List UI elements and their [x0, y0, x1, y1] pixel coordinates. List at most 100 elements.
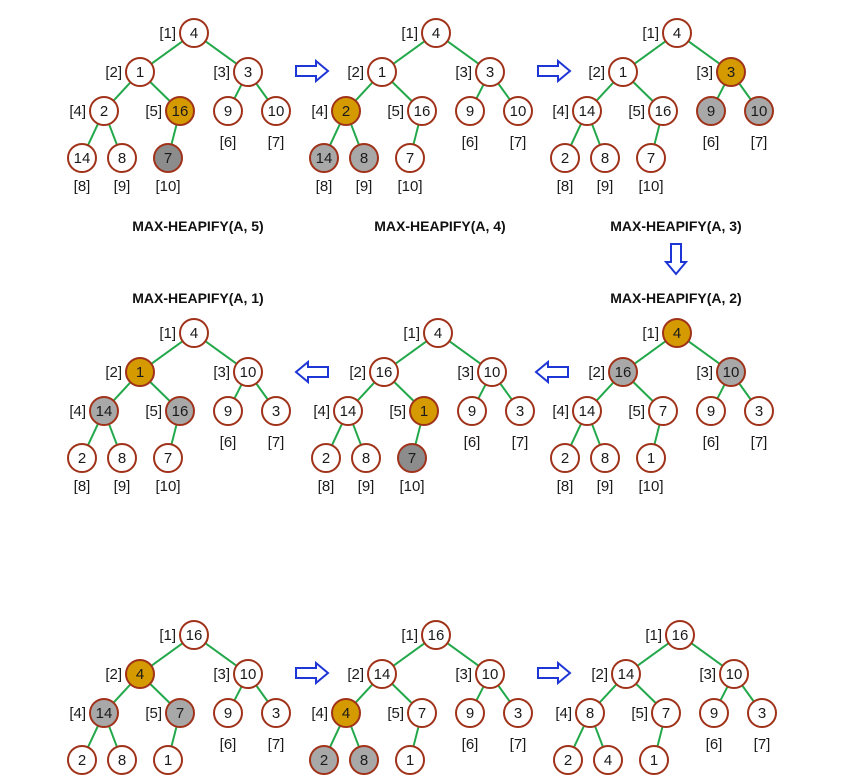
tree-edge — [716, 384, 726, 399]
heap-node-value: 16 — [172, 103, 189, 120]
tree-edge — [108, 123, 118, 146]
tree-edge — [591, 123, 601, 146]
heap-node — [505, 396, 535, 426]
heap-index-label: [4] — [552, 403, 569, 420]
heap-tree-1: 4[1]1[2]3[3]2[4]16[5]9[6]10[7]14[8]8[9]7… — [67, 18, 291, 195]
heap-node-value: 3 — [758, 705, 766, 722]
tree-edge — [595, 81, 615, 102]
heap-index-label: [9] — [597, 478, 614, 495]
heap-node — [696, 396, 726, 426]
heap-index-label: [4] — [313, 403, 330, 420]
heap-node-value: 1 — [647, 450, 655, 467]
heap-node — [744, 96, 774, 126]
tree-edge — [391, 683, 413, 704]
heap-index-label: [9] — [114, 478, 131, 495]
heap-index-label: [3] — [696, 364, 713, 381]
heap-index-label: [4] — [555, 705, 572, 722]
heap-index-label: [1] — [401, 25, 418, 42]
tree-edge — [741, 684, 755, 703]
arrow-down-icon — [663, 243, 689, 276]
heap-node — [179, 620, 209, 650]
tree-edge — [356, 381, 376, 402]
heap-node — [421, 18, 451, 48]
arrow-right-icon — [295, 58, 330, 84]
heap-node — [331, 698, 361, 728]
heap-node — [179, 18, 209, 48]
heap-node-value: 4 — [190, 325, 198, 342]
heap-node-value: 14 — [374, 666, 391, 683]
heap-node — [395, 143, 425, 173]
heap-node-value: 16 — [672, 627, 689, 644]
tree-edge — [573, 725, 585, 748]
heap-node — [233, 57, 263, 87]
heap-node — [716, 357, 746, 387]
heap-node-value: 7 — [164, 450, 172, 467]
heap-index-label: [10] — [155, 478, 180, 495]
heap-node-value: 7 — [408, 450, 416, 467]
heap-node-value: 8 — [118, 450, 126, 467]
heap-index-label: [7] — [268, 434, 285, 451]
tree-edge — [87, 725, 99, 748]
tree-edge — [497, 82, 511, 101]
heap-index-label: [5] — [389, 403, 406, 420]
heap-node — [550, 443, 580, 473]
heap-node-value: 10 — [240, 666, 257, 683]
heap-node — [67, 143, 97, 173]
heap-index-label: [5] — [387, 705, 404, 722]
heap-node-value: 10 — [240, 364, 257, 381]
heap-node — [503, 698, 533, 728]
heap-node-value: 16 — [428, 627, 445, 644]
heap-node — [648, 96, 678, 126]
heap-node-value: 8 — [360, 752, 368, 769]
heap-node-value: 8 — [362, 450, 370, 467]
heap-index-label: [9] — [114, 178, 131, 195]
heap-node — [153, 143, 183, 173]
heap-index-label: [2] — [105, 364, 122, 381]
tree-edge — [150, 642, 184, 667]
heap-tree-4: 4[1]1[2]10[3]14[4]16[5]9[6]3[7]2[8]8[9]7… — [67, 318, 291, 495]
heap-node-value: 4 — [432, 25, 440, 42]
heap-index-label: [3] — [457, 364, 474, 381]
heap-index-label: [5] — [387, 103, 404, 120]
heap-node-value: 16 — [655, 103, 672, 120]
tree-edge — [391, 81, 413, 102]
heap-index-label: [2] — [349, 364, 366, 381]
heap-index-label: [1] — [159, 25, 176, 42]
tree-edge — [394, 340, 428, 365]
tree-edge — [412, 726, 420, 747]
heap-node — [89, 396, 119, 426]
heap-index-label: [2] — [347, 666, 364, 683]
heap-index-label: [8] — [318, 478, 335, 495]
heap-node — [572, 96, 602, 126]
tree-edge — [393, 381, 415, 402]
heap-index-label: [3] — [213, 364, 230, 381]
heap-node — [696, 96, 726, 126]
heap-node — [553, 745, 583, 775]
heap-node — [179, 318, 209, 348]
heap-node — [153, 443, 183, 473]
tree-edge — [738, 82, 752, 101]
heap-node — [165, 396, 195, 426]
heap-tree-3: 4[1]1[2]3[3]14[4]16[5]9[6]10[7]2[8]8[9]7… — [550, 18, 774, 195]
heap-node-value: 16 — [414, 103, 431, 120]
tree-edge — [738, 382, 752, 401]
tree-edge — [87, 123, 99, 146]
heap-node — [367, 57, 397, 87]
heap-node — [747, 698, 777, 728]
heap-node-value: 16 — [615, 364, 632, 381]
heap-index-label: [9] — [356, 178, 373, 195]
heap-index-label: [1] — [642, 25, 659, 42]
heap-node — [593, 745, 623, 775]
tree-edge — [233, 384, 243, 399]
tree-edge — [591, 423, 601, 446]
heap-index-label: [4] — [311, 705, 328, 722]
heap-node-value: 9 — [466, 705, 474, 722]
heap-node — [333, 396, 363, 426]
heap-index-label: [6] — [220, 434, 237, 451]
heap-node-value: 1 — [164, 752, 172, 769]
heap-index-label: [1] — [642, 325, 659, 342]
tree-edge — [204, 642, 238, 667]
heap-node-value: 14 — [579, 403, 596, 420]
heap-index-label: [1] — [645, 627, 662, 644]
